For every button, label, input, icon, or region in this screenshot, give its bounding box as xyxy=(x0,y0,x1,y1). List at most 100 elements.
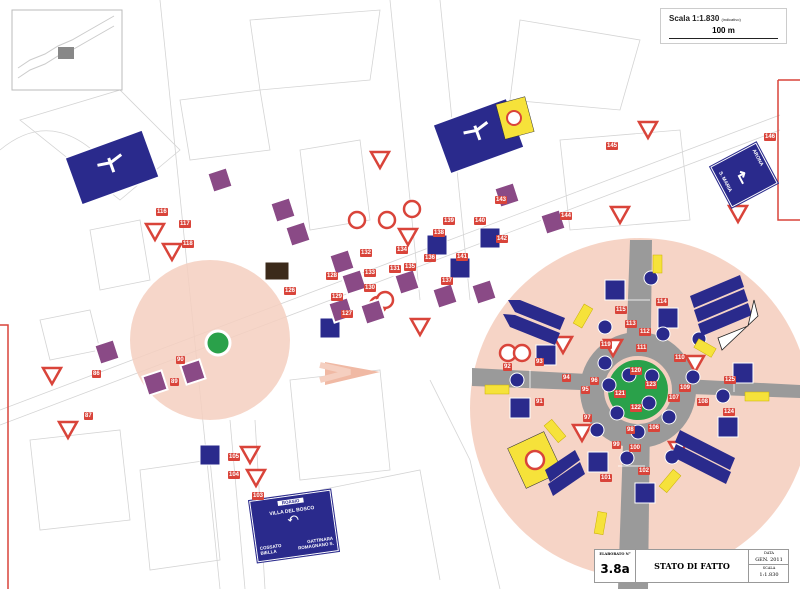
mandatory-direction-sign-icon xyxy=(641,395,657,411)
sign-label-122: 122 xyxy=(630,404,643,412)
warning-triangle-icon xyxy=(396,227,420,248)
roundabout-island-small xyxy=(204,329,232,357)
sign-label-98: 98 xyxy=(626,426,635,434)
warning-triangle-icon xyxy=(244,468,268,489)
warning-triangle-icon xyxy=(56,420,80,441)
sign-label-110: 110 xyxy=(674,354,686,362)
sign-label-129: 129 xyxy=(331,293,344,301)
mandatory-direction-sign-icon xyxy=(619,450,635,466)
sign-label-139: 139 xyxy=(443,217,456,225)
sign-label-140: 140 xyxy=(474,217,487,225)
direction-arrow-icon: ↱ xyxy=(733,167,754,189)
sign-label-138: 138 xyxy=(433,229,446,237)
sign-text-west: COSSATO BIELLA xyxy=(259,542,282,556)
bollards xyxy=(484,254,770,535)
sign-label-143: 143 xyxy=(495,196,508,204)
traffic-signs xyxy=(40,120,754,504)
sign-label-132: 132 xyxy=(360,249,373,257)
parking-sign-icon xyxy=(93,338,121,366)
pedestrian-crossing-sign-icon xyxy=(587,451,609,473)
mandatory-direction-sign-icon xyxy=(589,422,605,438)
sign-label-116: 116 xyxy=(156,208,168,216)
date-value: GEN. 2011 xyxy=(755,557,783,563)
sign-label-97: 97 xyxy=(583,414,592,422)
sign-label-141: 141 xyxy=(456,253,469,261)
parking-sign-icon xyxy=(141,369,169,397)
pedestrian-crossing-sign-icon xyxy=(717,416,739,438)
scale-note: (indicativo) xyxy=(721,17,741,22)
speed-limit-sign-icon xyxy=(377,210,397,230)
parking-sign-icon xyxy=(393,268,421,296)
sign-text-east: GATTINARA ROMAGNANO S. xyxy=(297,535,335,551)
scale-value: 1:1.830 xyxy=(759,572,779,578)
pedestrian-crossing-sign-icon xyxy=(732,362,754,384)
parking-sign-icon xyxy=(206,166,234,194)
warning-triangle-icon xyxy=(636,120,660,141)
date-label: DATA xyxy=(764,551,774,555)
sign-label-109: 109 xyxy=(679,384,692,392)
warning-triangle-icon xyxy=(40,366,64,387)
mandatory-direction-sign-icon xyxy=(643,270,659,286)
mandatory-direction-sign-icon xyxy=(685,369,701,385)
sign-label-112: 112 xyxy=(639,328,651,336)
sign-label-127: 127 xyxy=(341,310,354,318)
sign-label-124: 124 xyxy=(723,408,736,416)
scale-bar xyxy=(669,38,778,39)
sign-label-101: 101 xyxy=(600,474,613,482)
tourist-sign xyxy=(264,261,290,281)
sign-label-87: 87 xyxy=(84,412,93,420)
sign-label-120: 120 xyxy=(630,367,643,375)
warning-triangle-icon xyxy=(368,150,392,171)
drawing-title: STATO DI FATTO xyxy=(654,561,730,571)
parking-sign-icon xyxy=(359,298,387,326)
sign-label-134: 134 xyxy=(396,246,409,254)
pedestrian-crossing-sign-icon xyxy=(509,397,531,419)
mandatory-direction-sign-icon xyxy=(597,355,613,371)
pedestrian-crossing-sign-icon xyxy=(604,279,626,301)
scale-title: Scala 1:1.830 xyxy=(669,14,720,23)
sign-label-108: 108 xyxy=(697,398,710,406)
warning-triangle-icon xyxy=(160,242,184,263)
sign-label-146: 146 xyxy=(764,133,777,141)
sign-label-95: 95 xyxy=(581,386,590,394)
parking-sign-icon xyxy=(179,358,207,386)
sign-label-119: 119 xyxy=(600,341,612,349)
sign-label-123: 123 xyxy=(645,381,658,389)
elaborato-label: ELABORATO N° xyxy=(599,552,631,556)
direction-sign-bottom: ROASIO VILLA DEL BOSCO ⤺ COSSATO BIELLA … xyxy=(247,488,341,564)
sign-label-89: 89 xyxy=(170,378,179,386)
sign-label-91: 91 xyxy=(535,398,544,406)
parking-sign-icon xyxy=(470,278,498,306)
mandatory-direction-sign-icon xyxy=(597,319,613,335)
sign-label-130: 130 xyxy=(364,284,377,292)
mandatory-direction-sign-icon xyxy=(509,372,525,388)
sign-label-90: 90 xyxy=(176,356,185,364)
speed-limit-sign-icon xyxy=(402,199,422,219)
sign-label-93: 93 xyxy=(535,358,544,366)
sign-label-145: 145 xyxy=(606,142,619,150)
mandatory-direction-sign-icon xyxy=(655,326,671,342)
sign-label-136: 136 xyxy=(424,254,437,262)
sign-label-117: 117 xyxy=(179,220,191,228)
sign-label-102: 102 xyxy=(638,467,651,475)
sign-label-118: 118 xyxy=(182,240,194,248)
speed-limit-sign-icon xyxy=(347,210,367,230)
scale-label: SCALA xyxy=(749,564,789,572)
speed-limit-sign-icon xyxy=(512,343,532,363)
sign-label-107: 107 xyxy=(668,394,681,402)
parking-sign-icon xyxy=(284,220,312,248)
sign-label-100: 100 xyxy=(629,444,642,452)
sign-label-111: 111 xyxy=(636,344,648,352)
warning-triangle-icon xyxy=(570,423,594,444)
sign-label-126: 126 xyxy=(284,287,297,295)
sign-label-113: 113 xyxy=(625,320,637,328)
sign-label-94: 94 xyxy=(562,374,571,382)
finger-signs xyxy=(503,275,759,496)
mandatory-direction-sign-icon xyxy=(715,388,731,404)
frame-lines xyxy=(0,79,800,589)
warning-triangle-icon xyxy=(143,222,167,243)
mandatory-direction-sign-icon xyxy=(609,405,625,421)
warning-triangle-icon xyxy=(408,317,432,338)
